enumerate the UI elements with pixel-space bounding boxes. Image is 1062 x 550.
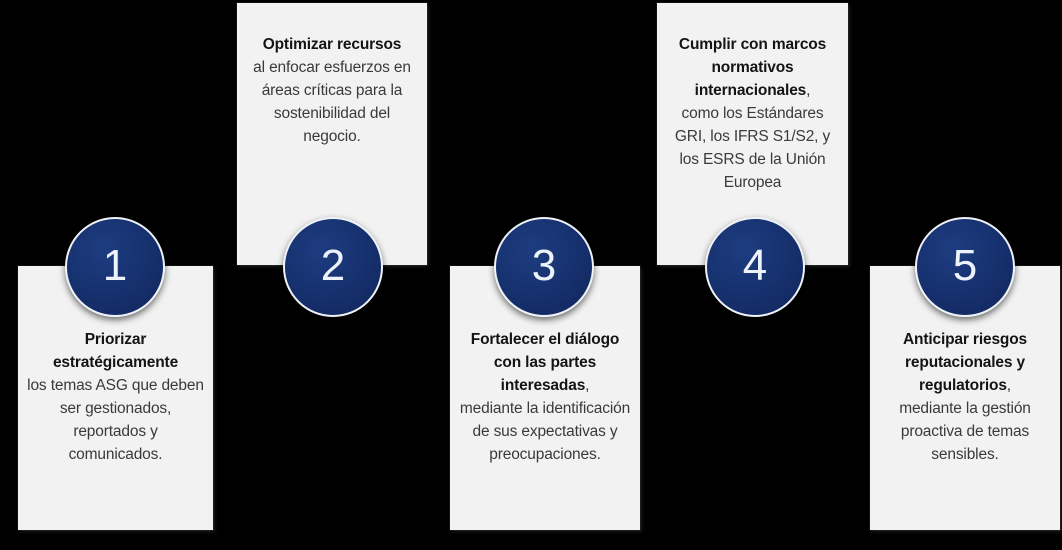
step-card-4-body: como los Estándares GRI, los IFRS S1/S2,… xyxy=(674,105,831,191)
step-card-2-content: Optimizar recursos al enfocar esfuerzos … xyxy=(245,33,419,148)
step-card-5-headline-text: Anticipar riesgos reputacionales y regul… xyxy=(902,331,1028,394)
step-card-5-headline-tail: , xyxy=(1006,377,1011,394)
step-number-badge-5: 5 xyxy=(915,217,1015,317)
step-card-2-headline: Optimizar recursos xyxy=(245,33,419,56)
step-card-1-headline-text: Priorizar estratégicamente xyxy=(52,331,179,371)
step-card-4-content: Cumplir con marcos normativos internacio… xyxy=(665,33,840,194)
step-card-5-body: mediante la gestión proactiva de temas s… xyxy=(899,400,1031,463)
step-card-5-headline: Anticipar riesgos reputacionales y regul… xyxy=(878,328,1052,397)
step-card-3-headline-text: Fortalecer el diálogo con las partes int… xyxy=(470,331,620,394)
step-card-5-content: Anticipar riesgos reputacionales y regul… xyxy=(878,328,1052,466)
step-number-badge-1: 1 xyxy=(65,217,165,317)
step-number-1: 1 xyxy=(102,241,128,290)
step-card-3-headline: Fortalecer el diálogo con las partes int… xyxy=(458,328,632,397)
step-number-3: 3 xyxy=(531,241,557,290)
step-number-badge-2: 2 xyxy=(283,217,383,317)
step-card-2-headline-text: Optimizar recursos xyxy=(262,36,402,53)
step-card-3-content: Fortalecer el diálogo con las partes int… xyxy=(458,328,632,466)
step-number-badge-4: 4 xyxy=(705,217,805,317)
step-number-4: 4 xyxy=(742,241,768,290)
step-card-4-headline: Cumplir con marcos normativos internacio… xyxy=(665,33,840,102)
step-number-2: 2 xyxy=(320,241,346,290)
step-card-1-content: Priorizar estratégicamente los temas ASG… xyxy=(26,328,205,466)
step-card-2-body: al enfocar esfuerzos en áreas críticas p… xyxy=(253,59,411,145)
step-card-3-body: mediante la identificación de sus expect… xyxy=(459,400,631,463)
step-number-5: 5 xyxy=(952,241,978,290)
step-card-1-headline: Priorizar estratégicamente xyxy=(26,328,205,374)
step-number-badge-3: 3 xyxy=(494,217,594,317)
step-card-3-headline-tail: , xyxy=(585,377,590,394)
step-card-4-headline-text: Cumplir con marcos normativos internacio… xyxy=(678,36,827,99)
step-card-4-headline-tail: , xyxy=(806,82,811,99)
step-card-1-body: los temas ASG que deben ser gestionados,… xyxy=(27,377,204,463)
